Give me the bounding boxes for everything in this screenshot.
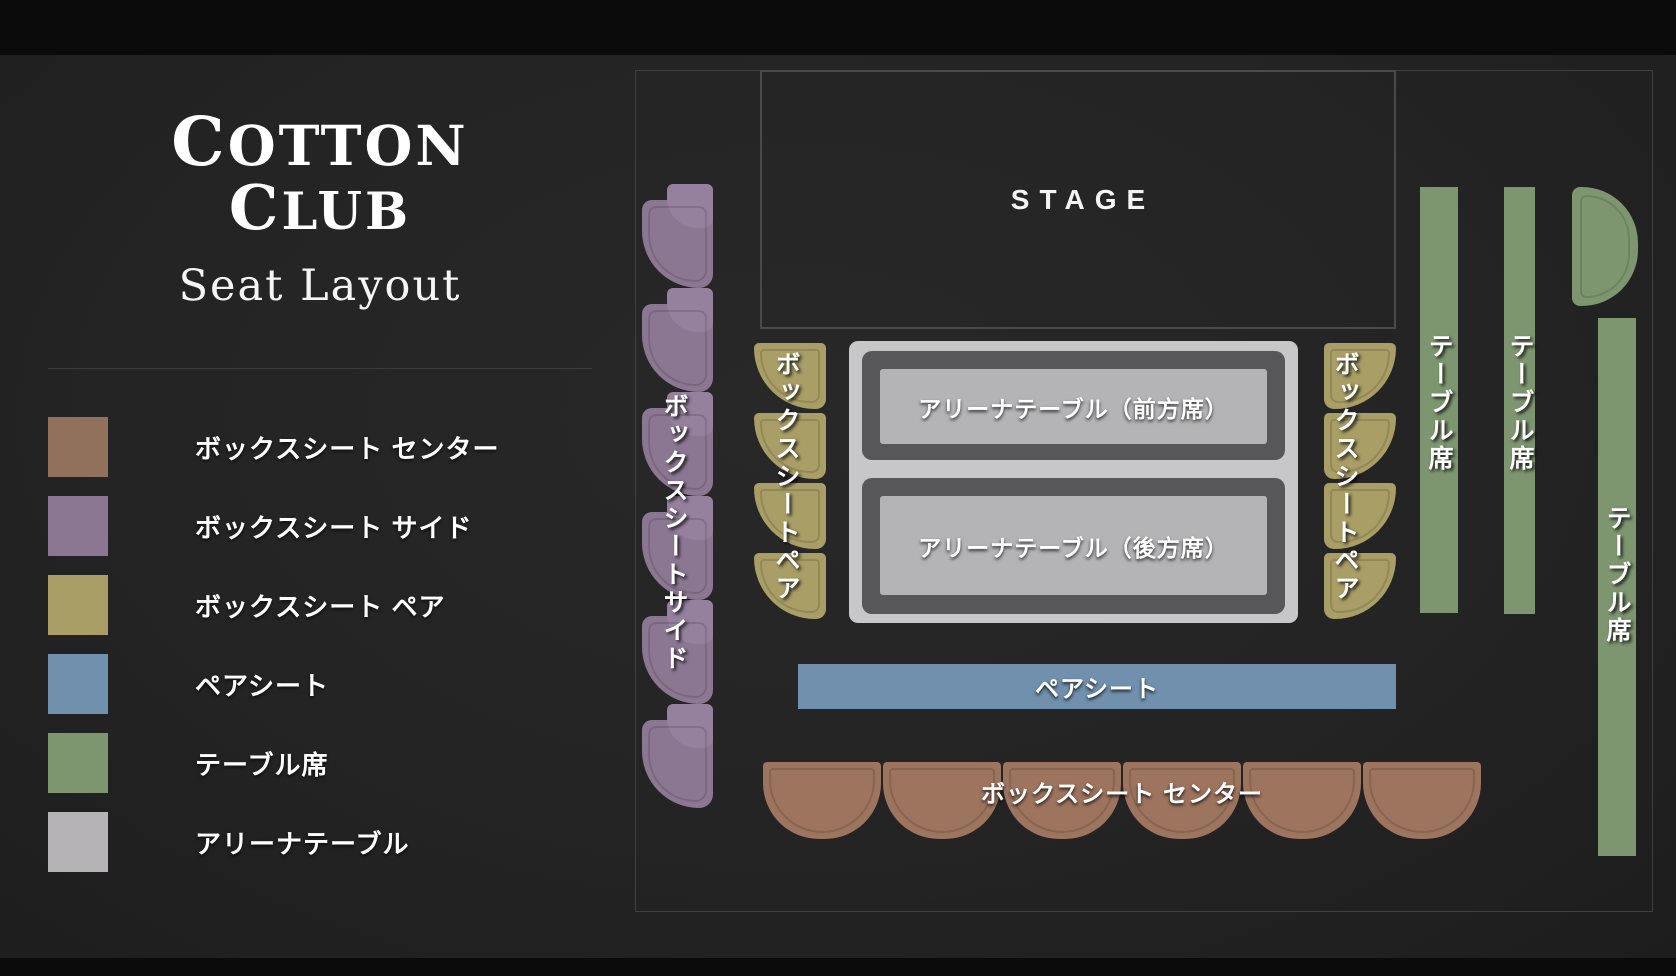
box-seat-center-label: ボックスシート センター: [981, 781, 1263, 808]
table-seat-column-1-label: テーブル席: [1425, 333, 1453, 473]
legend-row-table-seat: テーブル席: [48, 733, 499, 793]
arena-table-front-section: アリーナテーブル（前方席）: [862, 351, 1285, 460]
bottom-letterbox-band: [0, 958, 1676, 976]
legend: ボックスシート センター ボックスシート サイド ボックスシート ペア ペアシー…: [48, 417, 499, 891]
legend-swatch-box-center: [48, 417, 108, 477]
legend-row-pair-seat: ペアシート: [48, 654, 499, 714]
legend-swatch-arena-table: [48, 812, 108, 872]
legend-swatch-table-seat: [48, 733, 108, 793]
box-seat-pair-left-label: ボックスシートペア: [772, 351, 800, 603]
seat-booth: [1324, 483, 1396, 549]
legend-swatch-box-side: [48, 496, 108, 556]
pair-seat-bench: ペアシート: [798, 664, 1396, 709]
arena-table-rear-panel: アリーナテーブル（後方席）: [880, 496, 1267, 595]
brand-block: COTTON CLUB Seat Layout: [60, 108, 580, 311]
legend-label-box-pair: ボックスシート ペア: [195, 591, 446, 622]
legend-row-box-center: ボックスシート センター: [48, 417, 499, 477]
box-seat-pair-column-left: [754, 343, 826, 623]
cotton-club-logo-line2: CLUB: [228, 171, 412, 245]
seat-booth: [1243, 762, 1361, 839]
table-seat-column-3-label: テーブル席: [1603, 505, 1631, 645]
legend-row-box-side: ボックスシート サイド: [48, 496, 499, 556]
table-seat-curved-booth: [1572, 187, 1638, 306]
seat-map-panel: STAGE ボックスシートサイド ボックスシートペア ボックスシートペア アリー…: [635, 70, 1653, 912]
legend-label-table-seat: テーブル席: [195, 749, 329, 780]
legend-label-pair-seat: ペアシート: [195, 670, 329, 701]
box-seat-side-column: [642, 184, 713, 814]
seat-booth: [642, 392, 713, 496]
table-seat-column-1: [1420, 187, 1458, 613]
table-seat-column-2: [1504, 187, 1535, 614]
arena-table-block: アリーナテーブル（前方席） アリーナテーブル（後方席）: [849, 341, 1298, 623]
box-seat-center-label-wrap: ボックスシート センター: [763, 774, 1481, 809]
stage-area: STAGE: [760, 70, 1396, 329]
arena-table-rear-section: アリーナテーブル（後方席）: [862, 478, 1285, 614]
stage-label: STAGE: [1010, 183, 1156, 215]
legend-label-box-side: ボックスシート サイド: [195, 512, 473, 543]
legend-row-arena-table: アリーナテーブル: [48, 812, 499, 872]
table-seat-column-2-label: テーブル席: [1506, 333, 1534, 473]
top-letterbox-band: [0, 0, 1676, 55]
legend-swatch-pair-seat: [48, 654, 108, 714]
page-title: Seat Layout: [178, 261, 462, 312]
seat-booth: [642, 184, 713, 288]
arena-table-rear-label: アリーナテーブル（後方席）: [918, 534, 1229, 561]
seat-booth: [642, 496, 713, 600]
cotton-club-logo-line1: COTTON: [171, 102, 469, 181]
box-seat-center-row: [763, 762, 1481, 839]
box-seat-pair-column-right: [1324, 343, 1396, 623]
box-seat-side-label: ボックスシートサイド: [660, 393, 688, 673]
box-seat-pair-right-label: ボックスシートペア: [1331, 351, 1359, 603]
legend-label-arena-table: アリーナテーブル: [195, 828, 410, 859]
legend-swatch-box-pair: [48, 575, 108, 635]
legend-divider: [48, 368, 592, 369]
legend-row-box-pair: ボックスシート ペア: [48, 575, 499, 635]
arena-table-front-label: アリーナテーブル（前方席）: [918, 395, 1229, 422]
arena-table-front-panel: アリーナテーブル（前方席）: [880, 369, 1267, 444]
seat-booth: [642, 288, 713, 392]
table-seat-column-3: [1598, 318, 1636, 856]
pair-seat-label: ペアシート: [1034, 676, 1160, 703]
legend-label-box-center: ボックスシート センター: [195, 433, 500, 464]
seat-booth: [642, 704, 713, 808]
